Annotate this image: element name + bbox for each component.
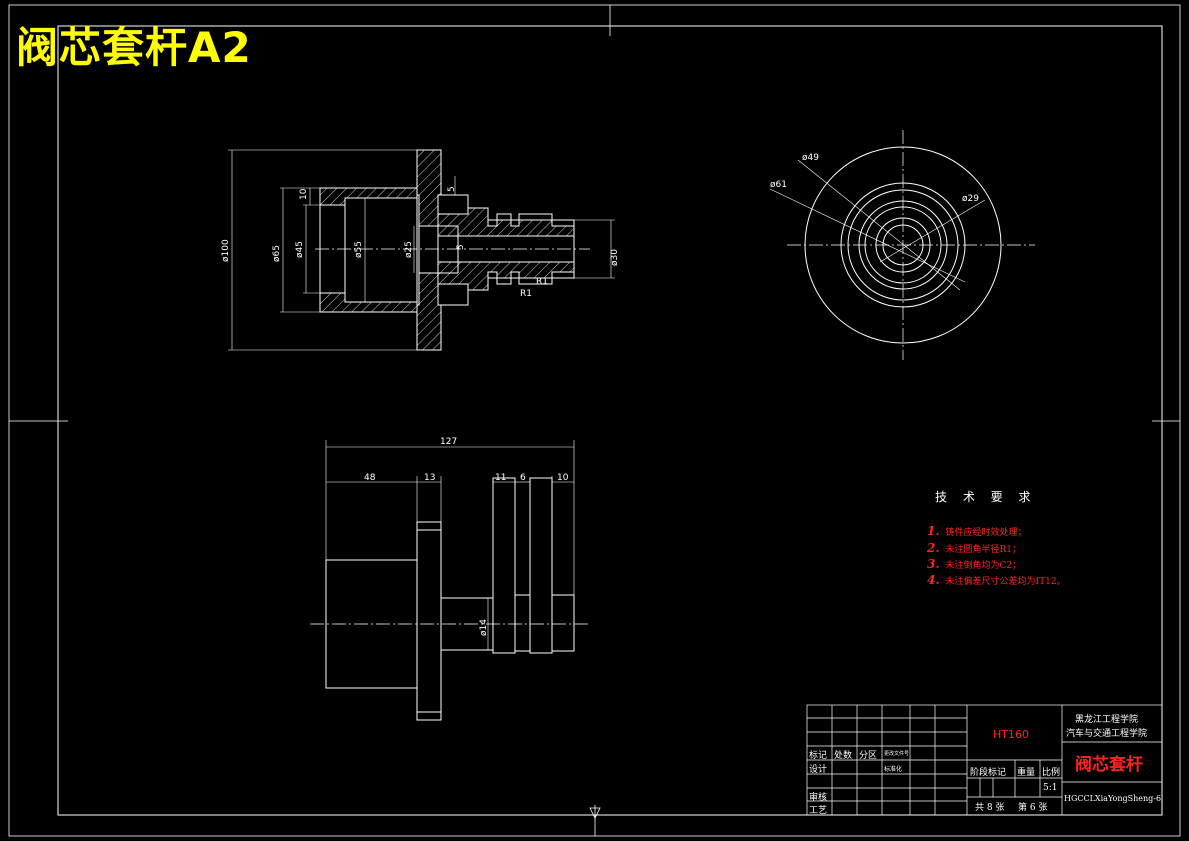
side-view [310, 440, 590, 721]
dim-d100: ø100 [221, 239, 231, 262]
cup-upper-wall [319, 187, 418, 206]
requirement-3: 3.未注倒角均为C2； [927, 557, 1022, 571]
dim-d30: ø30 [610, 249, 620, 266]
dim-d45: ø45 [295, 241, 305, 258]
row-zone: 分区 [859, 751, 878, 761]
dim-d55: ø55 [354, 241, 364, 258]
dim-d25: ø25 [404, 241, 414, 258]
flange-hatch-lower [416, 272, 442, 351]
row-standard: 标准化 [884, 766, 903, 773]
sheets-total: 共 8 张 [975, 803, 1005, 813]
row-design: 设计 [809, 765, 828, 775]
row-review: 审核 [809, 793, 828, 803]
dim-d61: ø61 [770, 180, 787, 190]
row-count: 处数 [834, 751, 853, 761]
stage-mark-label: 阶段标记 [970, 768, 1007, 778]
scale-value: 5:1 [1043, 783, 1058, 793]
scale-label: 比例 [1042, 768, 1061, 778]
dim-len5b: 5 [456, 244, 466, 250]
row-process: 工艺 [809, 806, 828, 816]
dim-seg13: 13 [424, 473, 435, 483]
dim-r1a: R1 [520, 289, 532, 299]
centering-marks [9, 5, 1180, 836]
dim-seg11: 11 [495, 473, 506, 483]
section-view-labels: ø100 ø65 ø45 ø55 ø25 ø30 10 5 5 R1 R1 [221, 186, 620, 299]
dim-len10: 10 [299, 188, 309, 200]
dim-len5a: 5 [447, 186, 457, 192]
school-line-1: 黑龙江工程学院 [1075, 715, 1139, 725]
dim-d65: ø65 [272, 245, 282, 262]
material: HT160 [993, 728, 1029, 741]
dim-r1b: R1 [536, 277, 548, 287]
outer-border [8, 4, 1181, 837]
drawing-number: HGCCLXiaYongSheng-6 [1064, 794, 1162, 803]
title-block [806, 704, 1163, 816]
dim-seg10: 10 [557, 473, 569, 483]
inner-border [57, 25, 1163, 816]
requirement-2: 2.未注圆角半径R1； [927, 541, 1022, 555]
flange-hatch [416, 149, 442, 227]
end-view [769, 130, 1035, 360]
side-view-labels: 127 48 13 11 6 10 ø14 [364, 437, 569, 636]
tech-requirements-heading: 技 术 要 求 [935, 490, 1037, 504]
dim-seg6: 6 [520, 473, 526, 483]
sheet-index: 第 6 张 [1018, 803, 1048, 813]
requirement-1: 1.铸件应经时效处理； [927, 524, 1027, 538]
end-view-labels: ø49 ø61 ø29 [770, 153, 979, 204]
dim-seg48: 48 [364, 473, 376, 483]
sheet-title: 阀芯套杆A2 [16, 23, 252, 72]
row-change-doc: 更改文件号 [884, 751, 910, 757]
weight-label: 重量 [1017, 768, 1036, 778]
dim-d49: ø49 [802, 153, 819, 163]
part-name: 阀芯套杆 [1075, 755, 1143, 775]
school-line-2: 汽车与交通工程学院 [1066, 729, 1148, 739]
row-mark: 标记 [809, 751, 828, 761]
dim-d29: ø29 [962, 194, 979, 204]
dim-overall-length: 127 [440, 437, 457, 447]
section-view [228, 149, 615, 351]
dim-d14: ø14 [479, 619, 489, 636]
requirement-4: 4.未注偏差尺寸公差均为IT12。 [927, 573, 1066, 587]
